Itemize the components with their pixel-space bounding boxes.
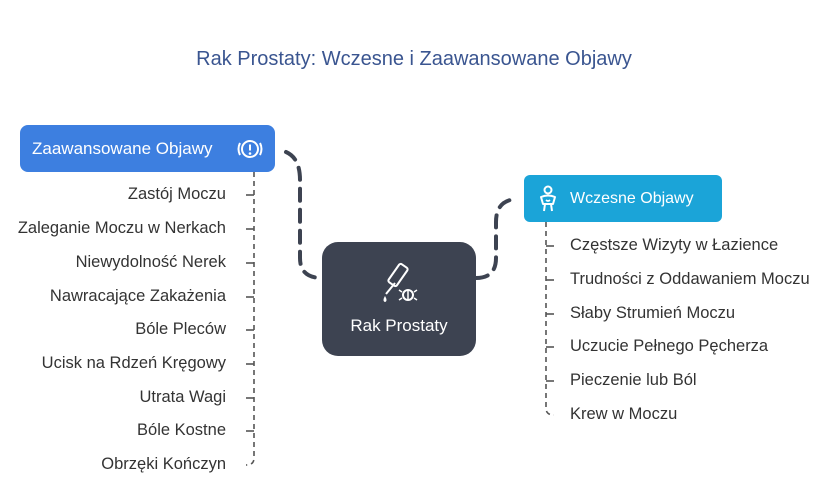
connector-advanced: [284, 150, 324, 280]
advanced-item: Bóle Kostne: [137, 421, 226, 439]
advanced-item: Utrata Wagi: [139, 388, 227, 406]
connector-early: [474, 197, 519, 280]
early-item: Słaby Strumień Moczu: [570, 304, 736, 322]
advanced-symptoms-label: Zaawansowane Objawy: [32, 138, 213, 158]
central-topic-label: Rak Prostaty: [350, 316, 448, 335]
diagram-title: Rak Prostaty: Wczesne i Zaawansowane Obj…: [196, 48, 632, 70]
advanced-item: Zastój Moczu: [127, 185, 226, 203]
early-symptoms-node: Wczesne Objawy: [524, 175, 722, 222]
advanced-item: Ucisk na Rdzeń Kręgowy: [41, 354, 226, 372]
early-item: Uczucie Pełnego Pęcherza: [570, 337, 769, 355]
early-item: Częstsze Wizyty w Łazience: [570, 236, 779, 254]
dropper-bug-icon: [383, 262, 418, 302]
tree-right: [545, 222, 555, 416]
advanced-item: Zaleganie Moczu w Nerkach: [17, 219, 226, 237]
advanced-item: Nawracające Zakażenia: [49, 287, 226, 305]
early-item: Krew w Moczu: [570, 405, 678, 423]
advanced-item: Obrzęki Kończyn: [101, 455, 226, 473]
early-symptoms-label: Wczesne Objawy: [570, 189, 694, 207]
early-item: Pieczenie lub Ból: [570, 371, 697, 389]
advanced-item: Niewydolność Nerek: [75, 253, 226, 271]
tree-left: [245, 172, 255, 466]
advanced-item: Bóle Pleców: [135, 320, 226, 338]
alert-circle-icon: [237, 140, 263, 158]
central-topic-node: Rak Prostaty: [322, 242, 476, 356]
early-item: Trudności z Oddawaniem Moczu: [570, 270, 810, 288]
person-icon: [540, 185, 556, 212]
advanced-symptoms-node: Zaawansowane Objawy: [20, 125, 275, 172]
